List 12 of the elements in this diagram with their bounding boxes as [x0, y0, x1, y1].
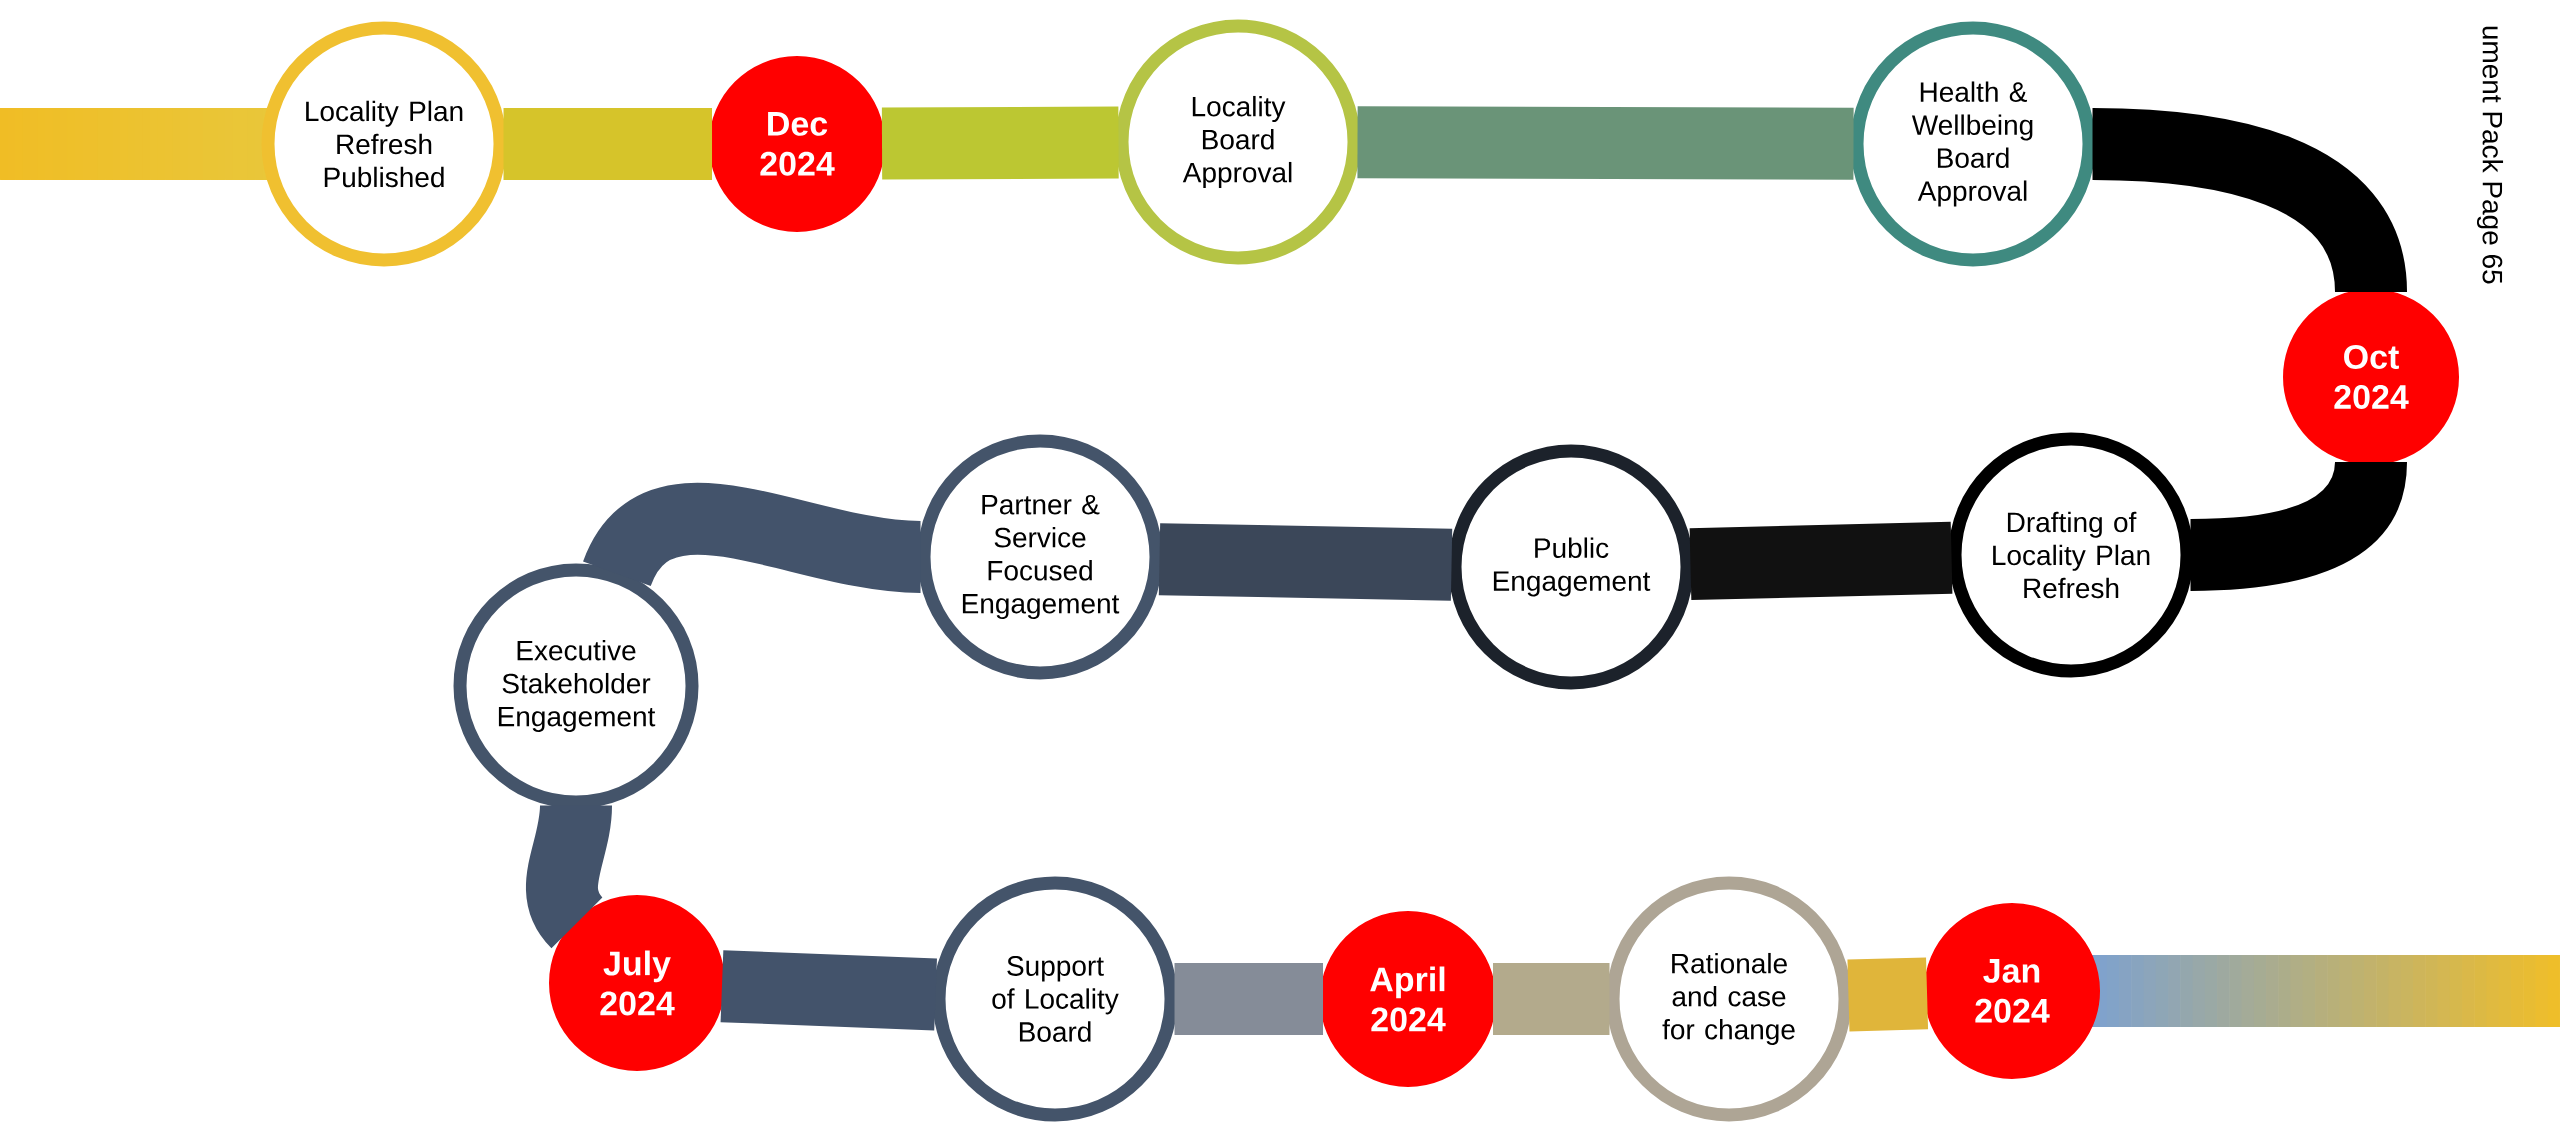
road-segment: [1158, 523, 1453, 601]
road-segment: [503, 108, 712, 180]
road-segment: [720, 950, 937, 1031]
road-segment: [881, 106, 1119, 180]
road-segment: [526, 803, 612, 946]
road-segment: [1847, 957, 1929, 1032]
road-segment: [584, 483, 923, 593]
road-segment: [1174, 963, 1323, 1035]
road-segment: [1357, 106, 1854, 180]
road-segment: [1689, 521, 1953, 601]
page-number: ument Pack Page 65: [2476, 26, 2504, 284]
road-segment: [1493, 963, 1610, 1035]
